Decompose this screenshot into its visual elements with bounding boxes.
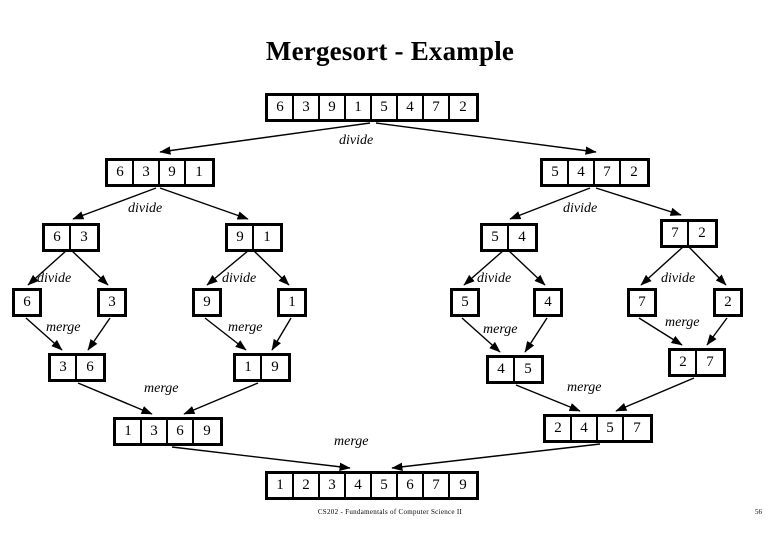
array-cell: 7 [663,222,689,245]
merge-label: merge [483,322,518,337]
array-cell: 6 [398,474,424,497]
array-cell: 7 [595,161,621,184]
array-cell: 1 [268,474,294,497]
array-cell: 5 [543,161,569,184]
array-cell: 1 [116,420,142,443]
divide-label: divide [339,133,374,148]
array-leaf-3: 9 [192,288,222,317]
array-level2-right: 5 4 7 2 [540,158,650,187]
array-cell: 5 [461,294,469,310]
array-cell: 4 [346,474,372,497]
array-cell: 3 [108,294,116,310]
array-cell: 1 [288,294,296,310]
array-cell: 7 [424,96,450,119]
merge-label: merge [334,434,369,449]
array-cell: 6 [268,96,294,119]
array-level3-c: 5 4 [480,223,538,252]
page-number: 56 [755,508,762,516]
array-cell: 9 [320,96,346,119]
array-cell: 6 [23,294,31,310]
array-level3-b: 9 1 [225,223,283,252]
merge-label: merge [665,315,700,330]
array-root: 6 3 9 1 5 4 7 2 [265,93,479,122]
array-cell: 2 [294,474,320,497]
array-level3-d: 7 2 [660,219,718,248]
slide-footer: CS202 - Fundamentals of Computer Science… [317,508,463,516]
array-cell: 9 [228,226,254,249]
array-merge4-left: 1 3 6 9 [113,417,223,446]
array-cell: 7 [424,474,450,497]
divide-label: divide [563,201,598,216]
array-cell: 4 [489,358,515,381]
merge-label: merge [144,381,179,396]
array-cell: 1 [263,229,271,245]
array-cell: 1 [346,96,372,119]
array-final: 1 2 3 4 5 6 7 9 [265,471,479,500]
array-cell: 5 [372,96,398,119]
array-leaf-7: 7 [627,288,657,317]
divide-label: divide [128,201,163,216]
array-cell: 4 [518,229,526,245]
array-cell: 6 [168,420,194,443]
array-cell: 1 [236,356,262,379]
array-merge2-c: 4 5 [486,355,544,384]
merge-label: merge [228,320,263,335]
array-cell: 6 [45,226,71,249]
divide-label: divide [222,271,257,286]
array-cell: 6 [86,359,94,375]
array-leaf-4: 1 [277,288,307,317]
array-leaf-8: 2 [713,288,743,317]
array-cell: 3 [320,474,346,497]
array-cell: 6 [108,161,134,184]
divide-label: divide [37,271,72,286]
array-cell: 5 [483,226,509,249]
array-cell: 5 [524,361,532,377]
array-cell: 9 [203,423,211,439]
array-cell: 4 [398,96,424,119]
array-cell: 3 [51,356,77,379]
array-cell: 1 [195,164,203,180]
array-level2-left: 6 3 9 1 [105,158,215,187]
array-leaf-6: 4 [533,288,563,317]
array-cell: 7 [638,294,646,310]
array-leaf-2: 3 [97,288,127,317]
array-merge2-b: 1 9 [233,353,291,382]
array-cell: 2 [698,225,706,241]
array-cell: 4 [572,417,598,440]
array-leaf-5: 5 [450,288,480,317]
array-cell: 4 [544,294,552,310]
merge-label: merge [46,320,81,335]
page-title: Mergesort - Example [265,36,515,66]
array-cell: 2 [546,417,572,440]
array-merge2-d: 2 7 [668,348,726,377]
array-merge4-right: 2 4 5 7 [543,414,653,443]
array-cell: 2 [724,294,732,310]
array-cell: 3 [142,420,168,443]
array-cell: 2 [671,351,697,374]
array-cell: 9 [271,359,279,375]
array-cell: 3 [134,161,160,184]
array-leaf-1: 6 [12,288,42,317]
divide-label: divide [661,271,696,286]
array-cell: 7 [706,354,714,370]
array-cell: 4 [569,161,595,184]
array-cell: 5 [598,417,624,440]
merge-label: merge [567,380,602,395]
array-cell: 9 [160,161,186,184]
divide-label: divide [477,271,512,286]
array-cell: 2 [459,99,467,115]
array-cell: 7 [633,420,641,436]
array-cell: 9 [459,477,467,493]
array-cell: 3 [294,96,320,119]
array-cell: 2 [630,164,638,180]
array-cell: 3 [80,229,88,245]
array-cell: 9 [203,294,211,310]
array-cell: 5 [372,474,398,497]
array-level3-a: 6 3 [42,223,100,252]
array-merge2-a: 3 6 [48,353,106,382]
